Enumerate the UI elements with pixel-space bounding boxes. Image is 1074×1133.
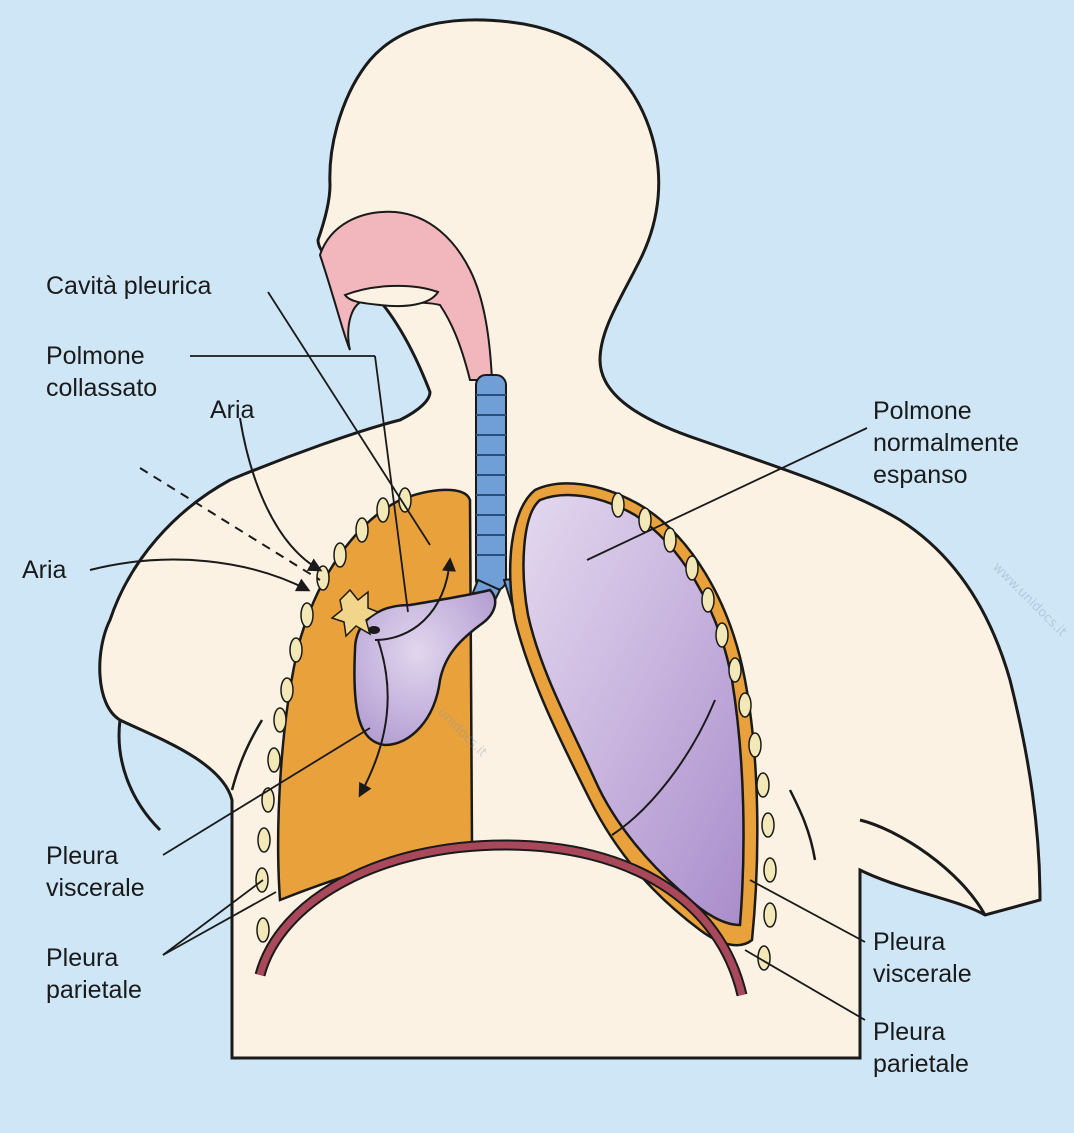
label-parietal-pleura-left-line2: parietale — [46, 974, 142, 1006]
label-collapsed-lung: Polmone collassato — [46, 340, 157, 404]
label-visceral-pleura-left: Pleura viscerale — [46, 840, 145, 904]
label-parietal-pleura-right-line1: Pleura — [873, 1016, 969, 1048]
label-parietal-pleura-right-line2: parietale — [873, 1048, 969, 1080]
label-parietal-pleura-left: Pleura parietale — [46, 942, 142, 1006]
label-air-top: Aria — [210, 394, 254, 426]
label-visceral-pleura-right: Pleura viscerale — [873, 926, 972, 990]
label-parietal-pleura-right: Pleura parietale — [873, 1016, 969, 1080]
label-normal-lung-line1: Polmone — [873, 395, 1019, 427]
label-pleural-cavity: Cavità pleurica — [46, 270, 211, 302]
label-visceral-pleura-right-line1: Pleura — [873, 926, 972, 958]
label-visceral-pleura-left-line1: Pleura — [46, 840, 145, 872]
label-normal-lung: Polmone normalmente espanso — [873, 395, 1019, 491]
label-normal-lung-line3: espanso — [873, 459, 1019, 491]
label-parietal-pleura-left-line1: Pleura — [46, 942, 142, 974]
label-visceral-pleura-left-line2: viscerale — [46, 872, 145, 904]
label-collapsed-lung-line2: collassato — [46, 372, 157, 404]
label-visceral-pleura-right-line2: viscerale — [873, 958, 972, 990]
label-normal-lung-line2: normalmente — [873, 427, 1019, 459]
label-air-left: Aria — [22, 554, 66, 586]
wound-opening — [368, 626, 380, 634]
label-collapsed-lung-line1: Polmone — [46, 340, 157, 372]
